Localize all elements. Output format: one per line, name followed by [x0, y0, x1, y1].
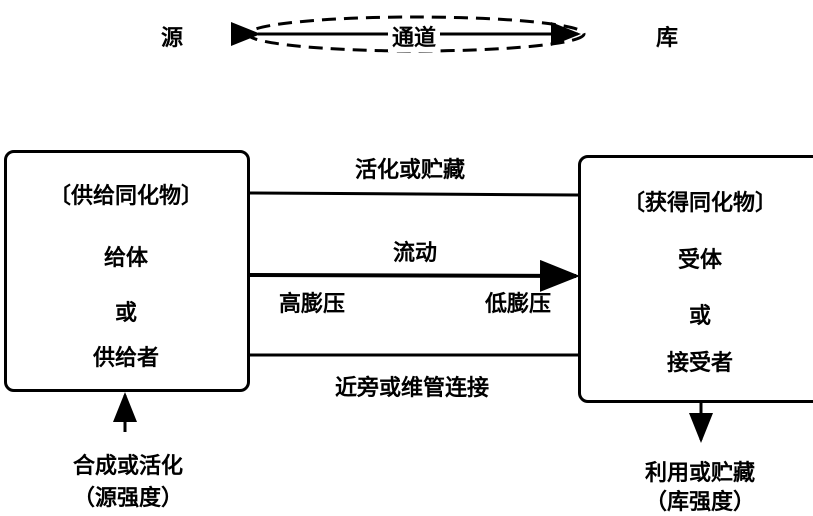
source-input-line1: 合成或活化	[72, 454, 184, 479]
source-box	[4, 150, 250, 392]
flow-arrow	[249, 259, 580, 292]
sink-output-line2: （库强度）	[644, 490, 756, 515]
source-box-header: 〔供给同化物〕	[48, 184, 204, 209]
sink-box-line1: 受体	[677, 248, 723, 273]
source-box-line1: 给体	[103, 246, 149, 271]
sink-box-line3: 接受者	[666, 351, 734, 376]
sink-label: 库	[655, 26, 679, 51]
source-box-line3: 供给者	[92, 346, 160, 371]
high-turgor-label: 高膨压	[278, 292, 346, 317]
channel-bottom-label: 近旁或维管连接	[334, 376, 490, 401]
source-input-line2: （源强度）	[72, 486, 184, 511]
sink-box	[578, 155, 813, 403]
sink-box-line2: 或	[688, 304, 712, 329]
channel-top-line	[249, 191, 579, 197]
flow-label: 流动	[392, 241, 438, 266]
sink-box-header: 〔获得同化物〕	[622, 191, 778, 216]
low-turgor-label: 低膨压	[484, 292, 552, 317]
source-box-line2: 或	[114, 301, 138, 326]
channel-top-label: 活化或贮藏	[354, 158, 466, 183]
sink-output-line1: 利用或贮藏	[644, 461, 756, 486]
channel-label: 通道	[387, 20, 441, 52]
source-label: 源	[160, 26, 184, 51]
